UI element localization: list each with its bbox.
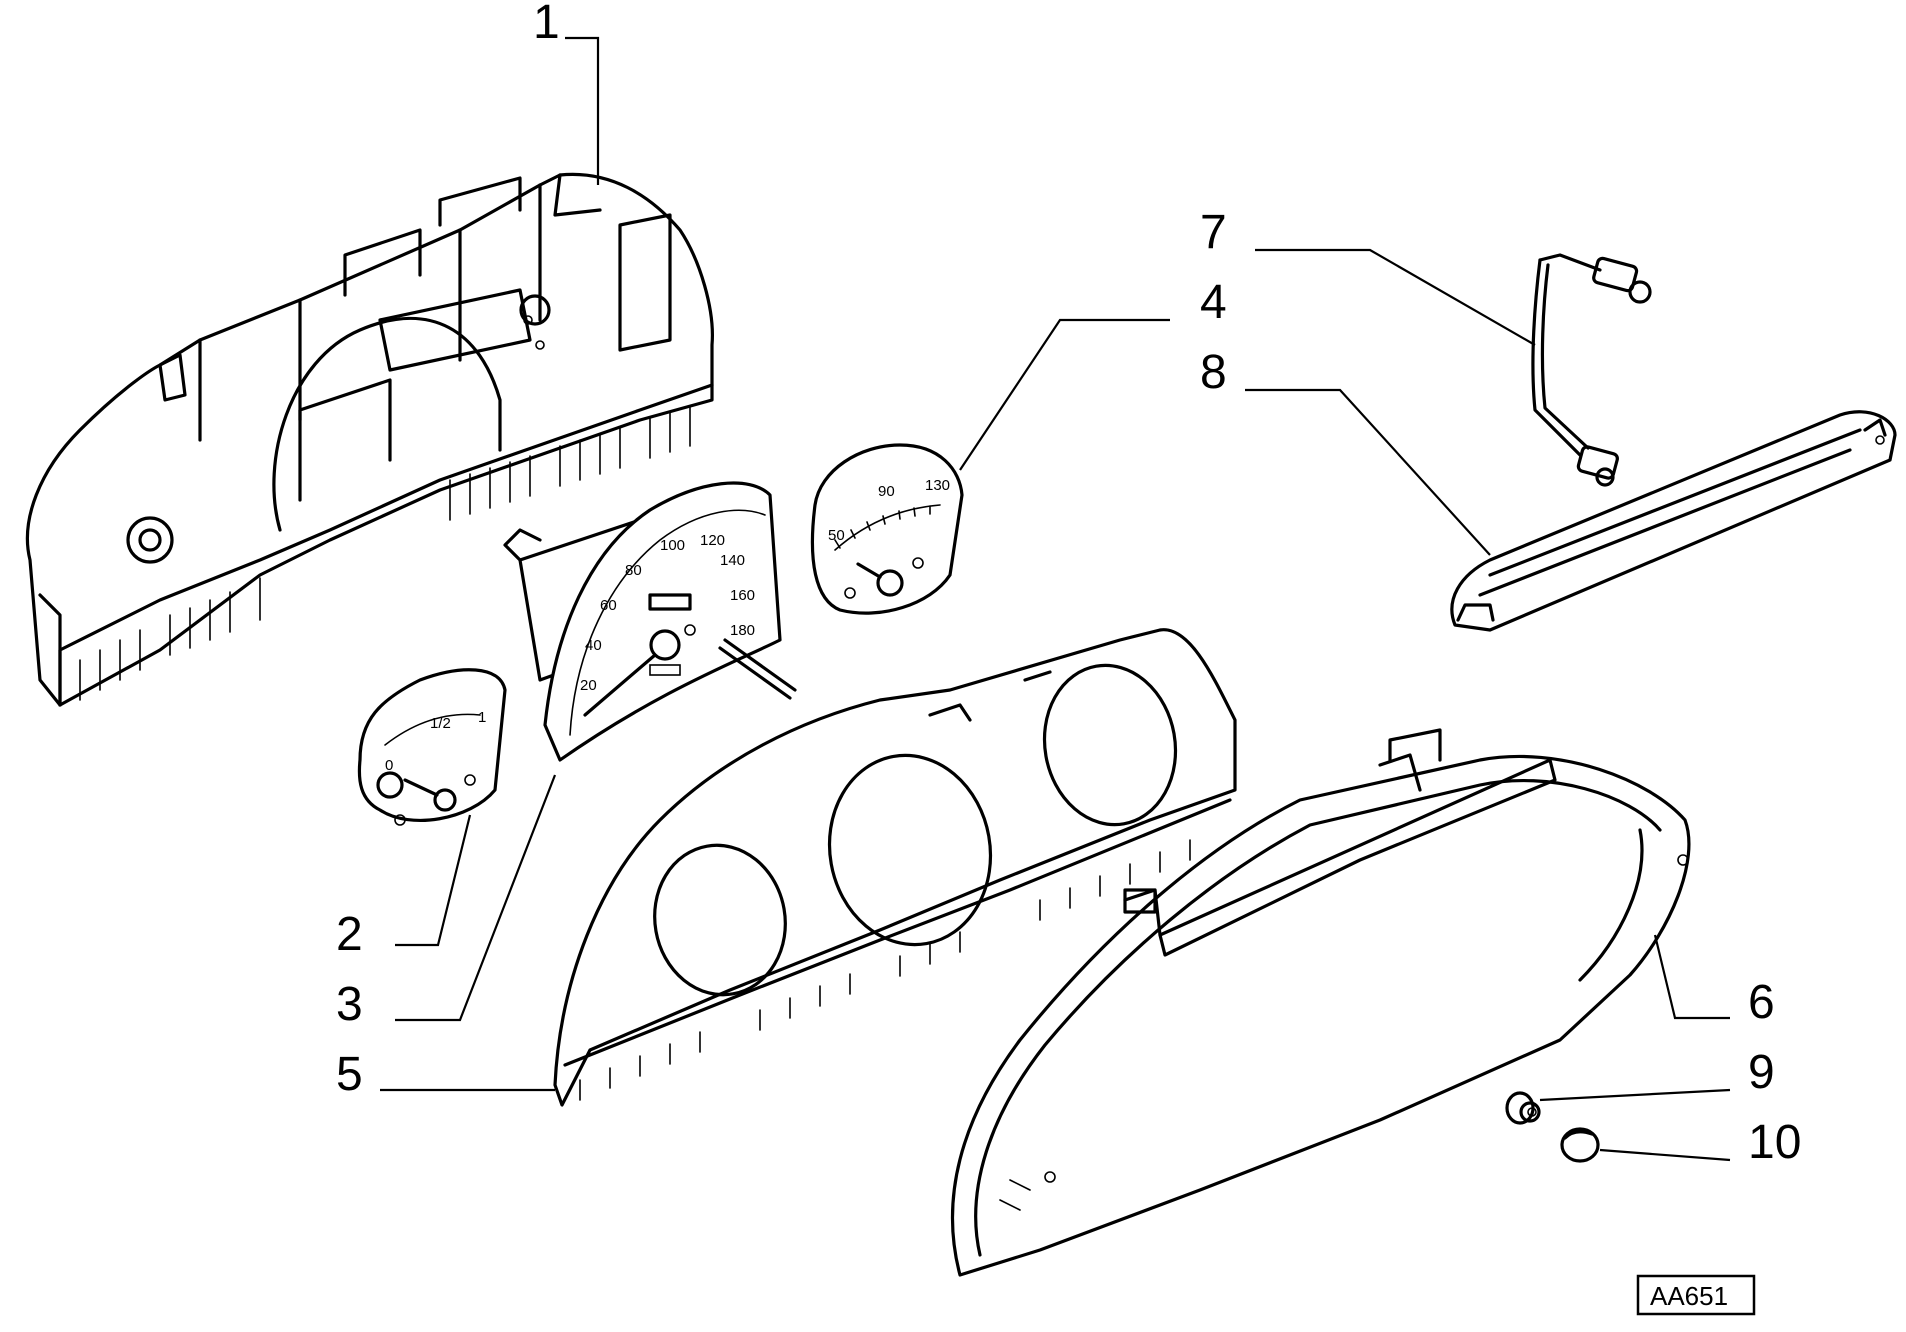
speed-scale-160: 160 [730,587,755,604]
speed-scale-120: 120 [700,532,725,549]
part-7-wired-bulb-holder [1531,253,1652,487]
part-10-bulb-cap [1560,1127,1600,1163]
leader-lines [380,36,1731,1162]
part-6-front-lens [950,728,1691,1277]
temp-scale-high: 130 [925,477,950,494]
fuel-scale-full: 1 [478,709,486,726]
callout-9: 9 [1748,1046,1775,1099]
speed-scale-180: 180 [730,622,755,639]
callout-7: 7 [1200,206,1227,259]
temp-scale-mid: 90 [878,483,895,500]
fuel-scale-half: 1/2 [430,715,451,732]
callout-4: 4 [1200,276,1227,329]
callout-5: 5 [336,1048,363,1101]
part-9-bulb-socket [1505,1091,1541,1125]
part-8-light-guide [1450,410,1897,632]
reference-code: AA651 [1650,1281,1728,1311]
part-3-speedometer: 20 40 60 80 100 120 140 160 180 [503,481,797,762]
part-1-rear-housing [25,172,714,707]
part-2-fuel-gauge: 0 1/2 1 [357,668,507,826]
temp-scale-low: 50 [828,527,845,544]
part-5-dial-trim [553,628,1237,1107]
speed-scale-20: 20 [580,677,597,694]
callout-1: 1 [533,0,560,49]
reference-code-box: AA651 [1636,1274,1756,1316]
speed-scale-100: 100 [660,537,685,554]
callout-6: 6 [1748,976,1775,1029]
speed-scale-140: 140 [720,552,745,569]
speed-scale-40: 40 [585,637,602,654]
callout-3: 3 [336,978,363,1031]
speed-scale-60: 60 [600,597,617,614]
callout-10: 10 [1748,1116,1801,1169]
callout-2: 2 [336,908,363,961]
speed-scale-80: 80 [625,562,642,579]
callout-8: 8 [1200,346,1227,399]
fuel-scale-empty: 0 [385,757,393,774]
part-4-temperature-gauge: 50 90 130 [810,443,964,615]
